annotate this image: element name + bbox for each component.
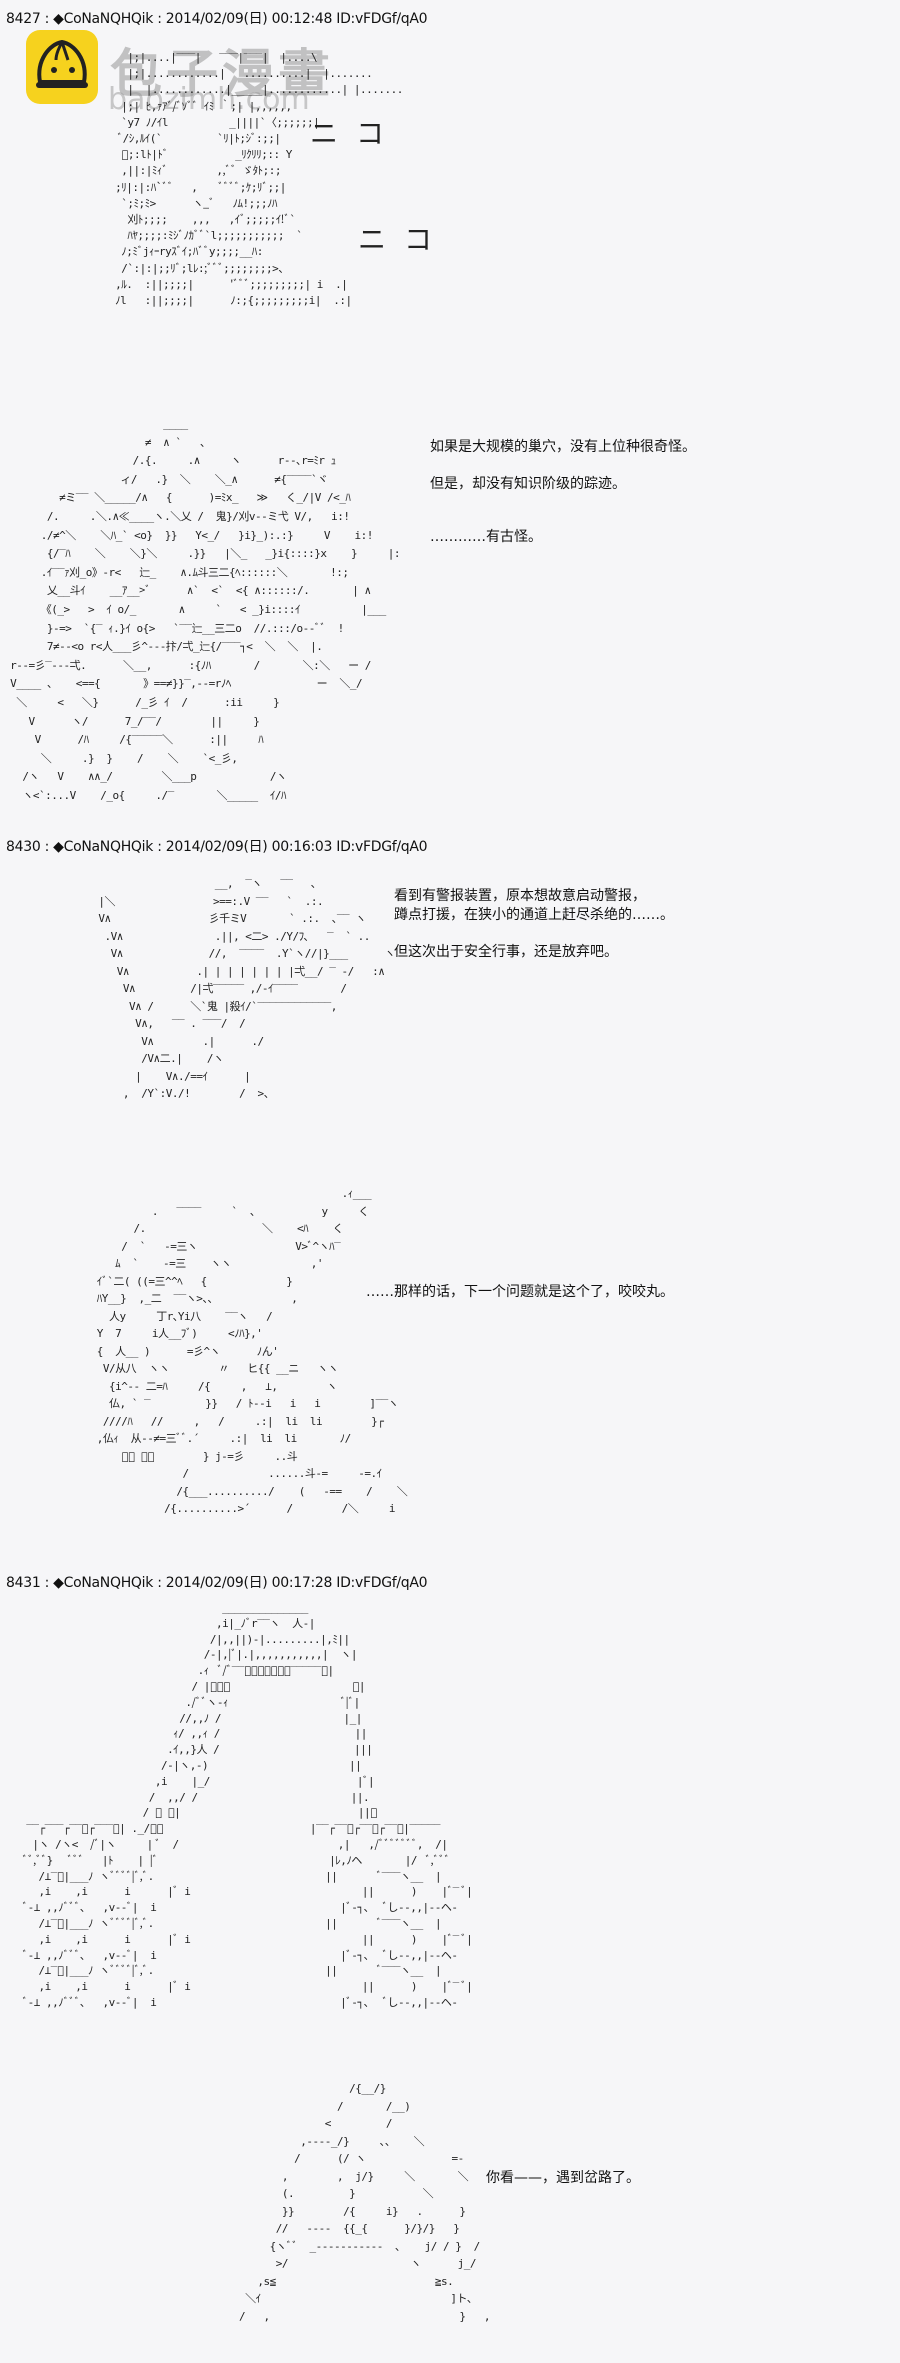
post-header: 8427 : ◆CoNaNQHQik : 2014/02/09(日) 00:12…: [6, 11, 428, 27]
ascii-art-panel: ____ ≠ ∧ ` 、 /.{. .∧ ヽ r‐‐､r=ﾐr ｭ ィ/ .} …: [10, 417, 400, 802]
dialogue-line: 但这次出于安全行事，还是放弃吧。: [394, 944, 618, 960]
ascii-art-panel: __, ‾ヽ ‾‾ ､ |＼ >==:.V ‾‾ ` .:. V∧ 彡千ミV `…: [98, 877, 395, 1100]
post-header: 8430 : ◆CoNaNQHQik : 2014/02/09(日) 00:16…: [6, 839, 428, 855]
ascii-art-panel: /{__/} / /__) < / ,‐‐‐‐_/} ､、 ＼ / (/ ヽ =…: [238, 2082, 491, 2323]
post-header: 8431 : ◆CoNaNQHQik : 2014/02/09(日) 00:17…: [6, 1575, 428, 1591]
dialogue-line: 但是，却没有知识阶级的踪迹。: [430, 476, 626, 492]
ascii-art-panel: ______________ ,i|_ﾉﾞr‾‾ヽ 人‐| /|,,||)‐|.…: [20, 1601, 473, 2009]
watermark-brand: 包子漫畫: [110, 45, 335, 105]
sound-effect-symbol: ニコ: [310, 117, 403, 150]
baozi-logo-icon: [26, 30, 98, 104]
dialogue-line: 看到有警报装置，原本想故意启动警报，: [394, 888, 646, 904]
dialogue-line: ……那样的话，下一个问题就是这个了，咬咬丸。: [366, 1284, 674, 1300]
dialogue-line: 如果是大规模的巢穴，没有上位种很奇怪。: [430, 439, 696, 455]
dialogue-line: …………有古怪。: [430, 529, 542, 545]
watermark-url: baozimh.com: [108, 82, 310, 117]
ascii-art-panel: |;|....|‾‾‾| ‾‾‾|‾‾‾| |....\ |;|........…: [115, 51, 403, 308]
dialogue-line: 蹲点打援，在狭小的通道上赶尽杀绝的……。: [394, 907, 674, 923]
ascii-art-panel: .ｨ___ . ‾‾‾‾ ` 、 y く /. ＼ <ﾊ く / ` ‐=三ヽ …: [96, 1187, 408, 1515]
dialogue-line: 你看——，遇到岔路了。: [486, 2170, 640, 2186]
sound-effect-symbol: ニコ: [358, 223, 451, 256]
